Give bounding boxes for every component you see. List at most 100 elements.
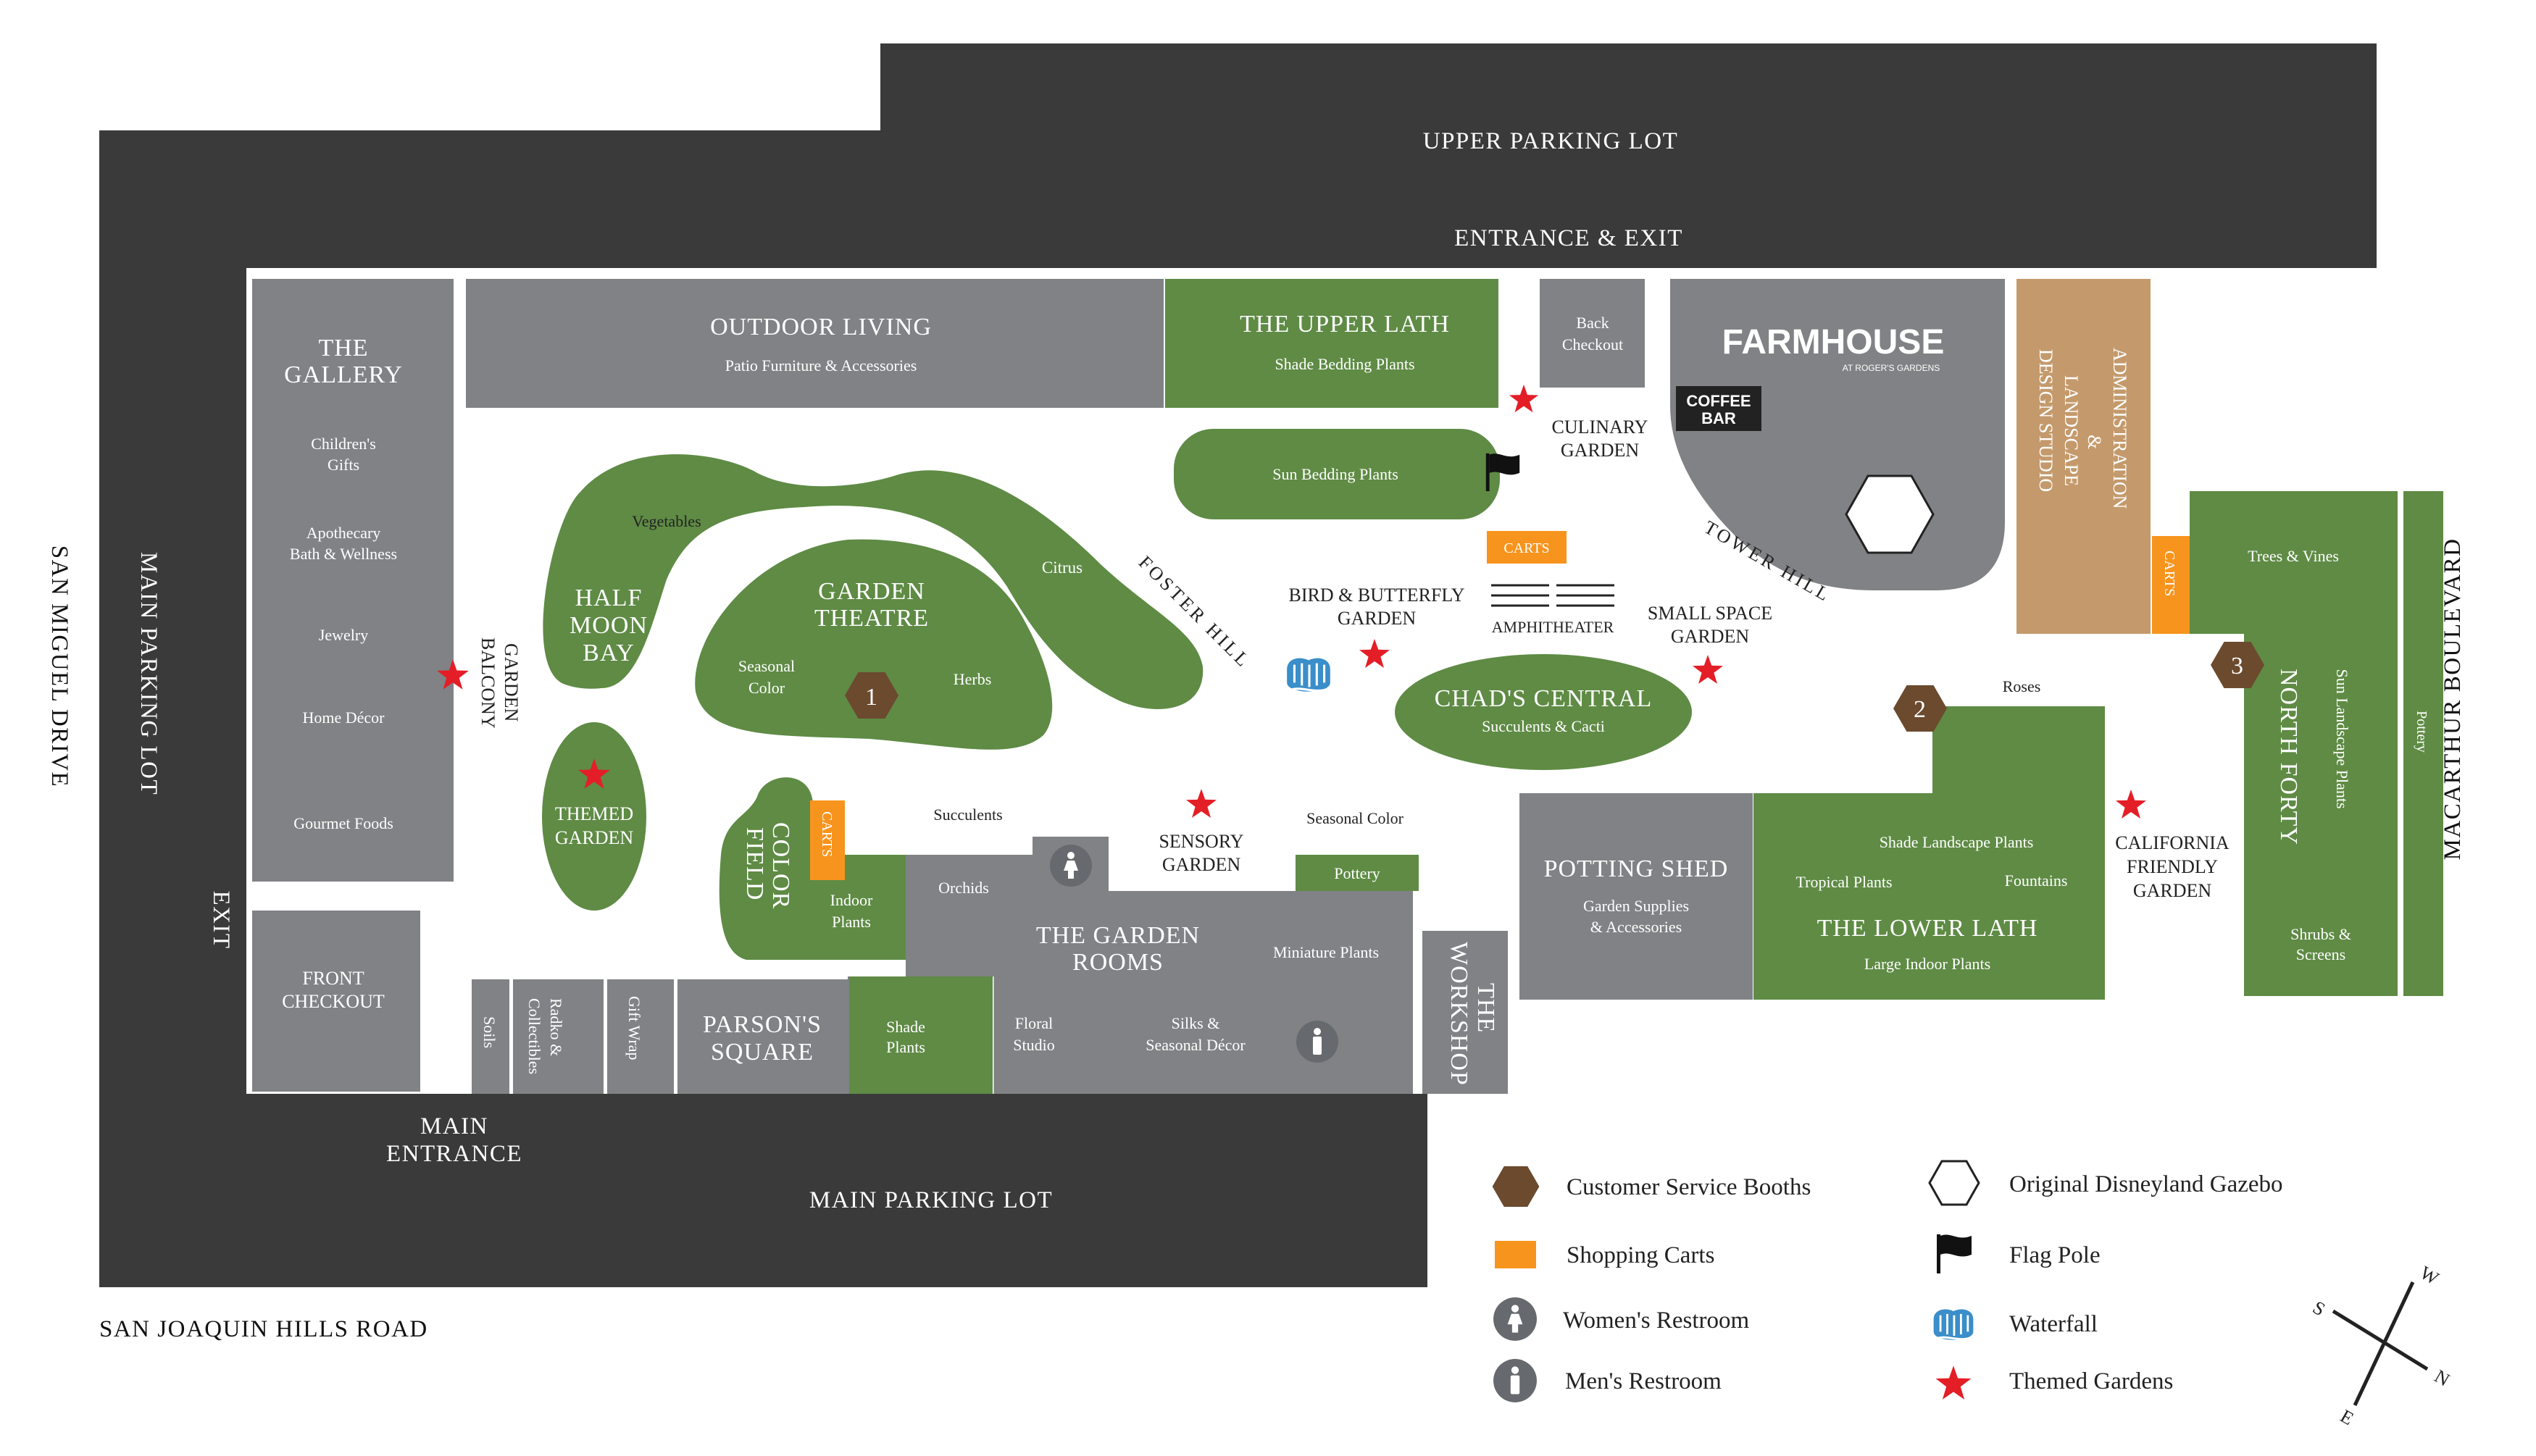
main-parking-lot-left-label: MAIN PARKING LOT — [135, 552, 162, 795]
culinary-garden-label[interactable]: CULINARY — [1552, 417, 1648, 438]
floral-studio-label-2: Studio — [1013, 1036, 1054, 1054]
trees-vines-label: Trees & Vines — [2248, 547, 2339, 565]
color-field-title: COLOR — [767, 822, 794, 909]
coffee-bar-label-2: BAR — [1701, 409, 1736, 427]
carts-amphitheater-label: CARTS — [1503, 540, 1549, 556]
administration-building[interactable] — [2016, 279, 2151, 634]
farmhouse-logo-sub: AT ROGER'S GARDENS — [1843, 363, 1940, 373]
booth-2-label: 2 — [1914, 696, 1927, 723]
outdoor-living-title: OUTDOOR LIVING — [710, 314, 932, 340]
front-checkout-title: FRONT — [302, 968, 364, 989]
coffee-bar[interactable] — [1676, 386, 1761, 431]
miniature-plants-label: Miniature Plants — [1273, 943, 1379, 961]
radko-collectibles[interactable] — [513, 979, 604, 1094]
color-field-title-2: FIELD — [741, 827, 768, 900]
apothecary-label-2: Bath & Wellness — [290, 545, 397, 563]
half-moon-bay[interactable] — [543, 454, 1204, 709]
carts-color-field[interactable] — [810, 800, 845, 880]
half-moon-bay-title-3: BAY — [583, 640, 635, 666]
childrens-gifts-label-2: Gifts — [328, 456, 359, 474]
jewelry-label: Jewelry — [319, 626, 368, 644]
potting-shed[interactable] — [1519, 793, 1753, 1000]
upper-lath-title: THE UPPER LATH — [1240, 311, 1450, 338]
carts-color-field-label: CARTS — [819, 811, 835, 857]
parking-lot-area — [99, 43, 2377, 1287]
workshop-title: THE — [1472, 983, 1499, 1033]
carts-admin[interactable] — [2152, 536, 2190, 634]
outdoor-living[interactable] — [466, 279, 1164, 408]
womens-restroom-icon — [1050, 845, 1092, 887]
indoor-plants-label-2: Plants — [832, 913, 871, 931]
gallery-title: THE — [318, 335, 368, 361]
bird-butterfly-star-icon — [1359, 639, 1390, 668]
apothecary-label: Apothecary — [306, 524, 381, 542]
legend-gazebo-label: Original Disneyland Gazebo — [2009, 1171, 2283, 1197]
half-moon-bay-title: HALF — [575, 585, 643, 611]
carts-amphitheater[interactable] — [1487, 531, 1567, 564]
sun-bedding-plants[interactable] — [1174, 429, 1500, 519]
parsons-square[interactable] — [677, 979, 848, 1094]
front-checkout[interactable] — [252, 911, 420, 1092]
booth-1-label: 1 — [865, 684, 878, 711]
garden-theatre-title: GARDEN — [818, 578, 925, 605]
compass-s: S — [2309, 1297, 2329, 1320]
main-parking-lot-bottom-label: MAIN PARKING LOT — [809, 1187, 1053, 1213]
north-forty[interactable] — [2244, 634, 2398, 996]
chads-central-sub: Succulents & Cacti — [1482, 717, 1605, 735]
back-checkout[interactable] — [1540, 279, 1645, 388]
gallery-title-2: GALLERY — [284, 361, 403, 388]
gift-wrap[interactable] — [607, 979, 674, 1094]
north-forty-pottery[interactable] — [2403, 491, 2443, 996]
themed-garden[interactable] — [542, 722, 646, 911]
garden-rooms-title: THE GARDEN — [1036, 922, 1200, 949]
balcony-garden-label[interactable]: BALCONY — [477, 637, 499, 729]
the-workshop[interactable] — [1422, 931, 1508, 1094]
bird-butterfly-garden-label[interactable]: BIRD & BUTTERFLY — [1289, 585, 1465, 606]
compass-w: W — [2416, 1262, 2443, 1289]
seasonal-color-label: Seasonal Color — [1306, 809, 1403, 827]
potting-shed-sub: Garden Supplies — [1583, 897, 1689, 915]
compass-e: E — [2337, 1405, 2357, 1429]
legend-gazebo-icon — [1928, 1160, 1980, 1206]
chads-central[interactable] — [1395, 654, 1692, 770]
the-lower-lath[interactable] — [1753, 706, 2105, 1000]
trees-and-vines[interactable] — [2190, 491, 2398, 634]
citrus-label: Citrus — [1042, 558, 1083, 577]
california-garden-label[interactable]: CALIFORNIA — [2115, 832, 2230, 853]
legend-booth-label: Customer Service Booths — [1567, 1174, 1811, 1200]
workshop-title-2: WORKSHOP — [1446, 942, 1472, 1086]
legend-womens-restroom-label: Women's Restroom — [1563, 1308, 1750, 1334]
tropical-plants-label: Tropical Plants — [1795, 873, 1892, 891]
the-gallery[interactable] — [252, 279, 454, 882]
main-entrance-label: MAIN — [420, 1113, 488, 1139]
amphitheater-label: AMPHITHEATER — [1492, 618, 1614, 636]
legend-themed-garden-icon — [1935, 1365, 1972, 1399]
back-checkout-label-2: Checkout — [1562, 335, 1623, 353]
vegetables-label: Vegetables — [632, 512, 701, 530]
legend-booth-icon — [1492, 1166, 1540, 1207]
california-garden-label-2: FRIENDLY — [2127, 856, 2218, 877]
garden-theatre[interactable] — [695, 539, 1053, 750]
small-space-garden-label[interactable]: SMALL SPACE — [1648, 603, 1772, 624]
legend-womens-restroom-icon — [1493, 1297, 1537, 1341]
entrance-exit-label: ENTRANCE & EXIT — [1454, 225, 1683, 251]
shrubs-screens-label-2: Screens — [2296, 945, 2345, 963]
legend-mens-restroom-icon — [1493, 1359, 1537, 1402]
coffee-bar-label: COFFEE — [1686, 392, 1751, 410]
sensory-garden-label[interactable]: SENSORY — [1159, 831, 1243, 852]
exit-label: EXIT — [208, 890, 234, 949]
soils[interactable] — [472, 979, 509, 1094]
lower-lath-title: THE LOWER LATH — [1817, 915, 2038, 942]
the-upper-lath[interactable] — [1165, 279, 1498, 408]
fountains-label: Fountains — [2005, 871, 2068, 890]
pottery-stand[interactable] — [1296, 855, 1419, 891]
shade-plants[interactable] — [849, 976, 993, 1094]
balcony-garden-label-2: GARDEN — [501, 643, 522, 722]
booth-3-label: 3 — [2231, 653, 2244, 679]
gourmet-foods-label: Gourmet Foods — [293, 814, 393, 832]
macarthur-boulevard-label: MACARTHUR BOULEVARD — [2440, 538, 2466, 861]
legend-mens-restroom-label: Men's Restroom — [1565, 1368, 1722, 1394]
legend-waterfall-label: Waterfall — [2009, 1311, 2098, 1337]
farmhouse-logo: FARMHOUSE — [1722, 323, 1945, 361]
